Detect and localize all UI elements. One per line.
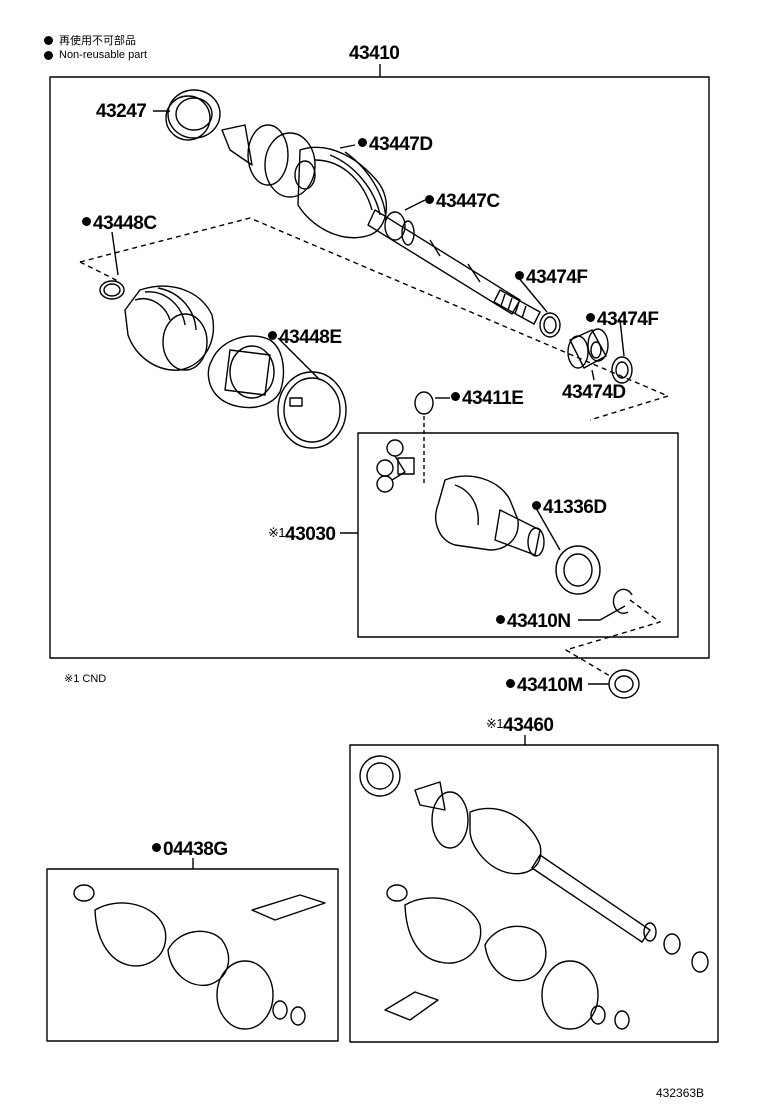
ring-43474F-b-inner — [615, 361, 629, 379]
group-outline-dashed — [79, 217, 669, 421]
snap-ring-43410N — [612, 588, 633, 614]
part-number: 43448E — [279, 327, 342, 348]
leader-43474D — [591, 369, 595, 381]
reference-number: 432363B — [656, 1086, 705, 1100]
nonreusable-dot-icon — [425, 195, 434, 204]
label-04438G: 04438G — [152, 840, 228, 859]
assembly-frame-43410 — [49, 76, 710, 659]
leader-43448C — [111, 231, 119, 276]
footnote: ※1 CND — [64, 673, 107, 685]
nonreusable-dot-icon — [586, 313, 595, 322]
label-43474F-b: 43474F — [586, 309, 659, 330]
label-43410M: 43410M — [506, 676, 583, 695]
leader-43474F-b — [619, 319, 625, 357]
nonreusable-dot-icon — [506, 679, 515, 688]
joint-housing-43448 — [207, 335, 285, 409]
leader-41336D — [535, 507, 561, 551]
part-number: 43474F — [597, 309, 659, 330]
label-43448C: 43448C — [82, 214, 157, 233]
leader-43447C — [404, 199, 426, 211]
nonreusable-dot-icon — [268, 331, 277, 340]
part-number: 43410N — [507, 611, 571, 632]
part-number: 43447D — [369, 134, 433, 155]
legend-en-text: Non-reusable part — [59, 49, 148, 61]
note-mark: ※1 — [486, 716, 504, 731]
legend-jp-text: 再使用不可部品 — [59, 35, 136, 47]
alt-driveshaft — [414, 781, 709, 973]
label-43474D: 43474D — [562, 382, 626, 403]
nonreusable-dot-icon — [152, 843, 161, 852]
label-43474F-a: 43474F — [515, 267, 588, 288]
kit-parts — [73, 884, 326, 1030]
label-main-assembly: 43410 — [349, 43, 400, 64]
legend-nonreusable-en: Non-reusable part — [44, 49, 147, 61]
seal-43410M — [608, 669, 640, 699]
damper-43474D — [567, 328, 609, 369]
part-number: 43460 — [503, 715, 554, 736]
driveshaft-bar — [367, 209, 541, 325]
label-43411E: 43411E — [451, 388, 524, 409]
nonreusable-dot-icon — [358, 138, 367, 147]
note-mark: ※1 — [268, 525, 286, 540]
leader-43448E — [277, 337, 321, 381]
leader-43447D — [339, 144, 356, 149]
boot-kit-frame — [46, 868, 339, 1042]
leader-43410N — [578, 605, 626, 621]
ring-43474F-b — [611, 356, 633, 384]
boot-inner — [124, 285, 215, 371]
clamp-43448C — [99, 280, 125, 300]
part-number: 04438G — [163, 839, 228, 860]
part-number: 43474F — [526, 267, 588, 288]
oil-seal-41336D — [555, 545, 601, 595]
ring-43474F-a-inner — [543, 316, 557, 334]
label-43030: ※143030 — [268, 524, 336, 545]
nonreusable-dot-icon — [451, 392, 460, 401]
inboard-joint-frame — [357, 432, 679, 638]
snap-ring-43411E — [414, 391, 434, 415]
legend-nonreusable-jp: 再使用不可部品 — [44, 32, 136, 48]
outer-ring-part — [165, 89, 221, 141]
band-43448E — [277, 371, 347, 449]
part-number: 43030 — [285, 524, 336, 545]
label-43447D: 43447D — [358, 135, 433, 154]
ring-43474F-a — [539, 312, 561, 338]
group-outline-dashed-2 — [79, 261, 121, 283]
nonreusable-dot-icon — [82, 217, 91, 226]
inboard-housing — [435, 475, 545, 557]
bullet-icon — [44, 35, 53, 45]
nonreusable-dot-icon — [532, 501, 541, 510]
label-43447C: 43447C — [425, 192, 500, 211]
assembly-frame-43460 — [349, 744, 719, 1043]
part-number: 43447C — [436, 191, 500, 212]
part-number: 43411E — [462, 388, 524, 409]
seal-dashline — [565, 599, 661, 677]
label-43448E: 43448E — [268, 328, 342, 347]
bullet-icon — [44, 50, 53, 60]
leader-43474F-a — [517, 276, 548, 313]
part-number: 43410M — [517, 675, 583, 696]
label-43460: ※143460 — [486, 715, 554, 736]
part-number: 41336D — [543, 497, 607, 518]
alt-outer-ring — [359, 755, 401, 797]
label-outer-boot-ring: 43247 — [96, 101, 147, 122]
nonreusable-dot-icon — [515, 271, 524, 280]
tripod-spider — [376, 439, 415, 493]
label-43410N: 43410N — [496, 612, 571, 631]
part-number: 43448C — [93, 213, 157, 234]
label-41336D: 41336D — [532, 498, 607, 517]
alt-boot-kit — [384, 884, 630, 1030]
nonreusable-dot-icon — [496, 615, 505, 624]
